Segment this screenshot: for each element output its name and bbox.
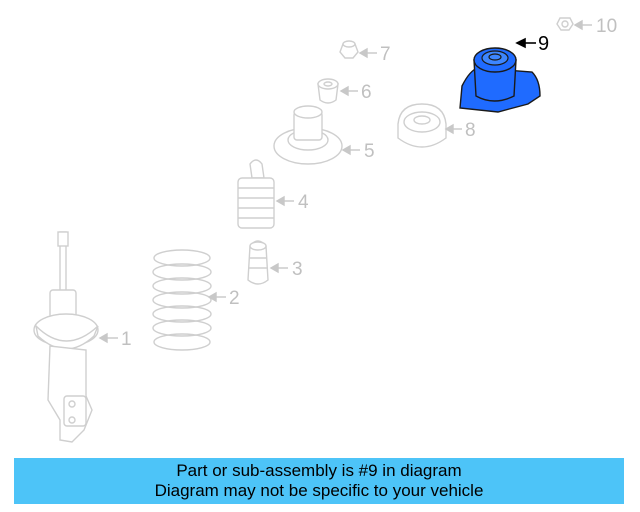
callout-arrow-4 bbox=[275, 195, 294, 207]
part-10-small-nut[interactable] bbox=[556, 17, 574, 31]
callout-arrow-10 bbox=[573, 19, 592, 31]
part-number-2[interactable]: 2 bbox=[229, 288, 240, 309]
part-number-7[interactable]: 7 bbox=[380, 44, 391, 65]
part-number-4[interactable]: 4 bbox=[298, 192, 309, 213]
part-8-strut-mount[interactable] bbox=[397, 103, 447, 148]
banner-line-1: Part or sub-assembly is #9 in diagram bbox=[176, 461, 462, 480]
part-number-5[interactable]: 5 bbox=[364, 141, 375, 162]
part-4-dust-boot[interactable] bbox=[237, 159, 275, 229]
info-banner: Part or sub-assembly is #9 in diagram Di… bbox=[14, 458, 624, 504]
callout-arrow-9 bbox=[515, 37, 536, 49]
part-6-bushing[interactable] bbox=[317, 78, 339, 104]
callout-arrow-6 bbox=[339, 85, 358, 97]
part-number-3[interactable]: 3 bbox=[292, 259, 303, 280]
part-number-6[interactable]: 6 bbox=[361, 82, 372, 103]
callout-arrow-3 bbox=[269, 262, 288, 274]
callout-arrow-7 bbox=[358, 47, 377, 59]
callout-arrow-8 bbox=[444, 123, 462, 135]
part-7-nut[interactable] bbox=[339, 40, 359, 59]
banner-line-2: Diagram may not be specific to your vehi… bbox=[154, 481, 484, 500]
part-number-9[interactable]: 9 bbox=[538, 33, 549, 55]
part-9-upper-mount[interactable] bbox=[459, 47, 541, 113]
part-2-coil-spring[interactable] bbox=[152, 249, 212, 351]
callout-arrow-1 bbox=[98, 332, 118, 344]
callout-arrow-2 bbox=[207, 291, 226, 303]
part-number-10[interactable]: 10 bbox=[596, 16, 617, 37]
part-1-strut[interactable] bbox=[33, 231, 99, 443]
part-3-bump-stop[interactable] bbox=[247, 240, 269, 285]
part-5-spring-seat[interactable] bbox=[273, 105, 343, 165]
callout-arrow-5 bbox=[341, 144, 360, 156]
part-number-8[interactable]: 8 bbox=[465, 120, 476, 141]
part-number-1[interactable]: 1 bbox=[121, 329, 132, 350]
